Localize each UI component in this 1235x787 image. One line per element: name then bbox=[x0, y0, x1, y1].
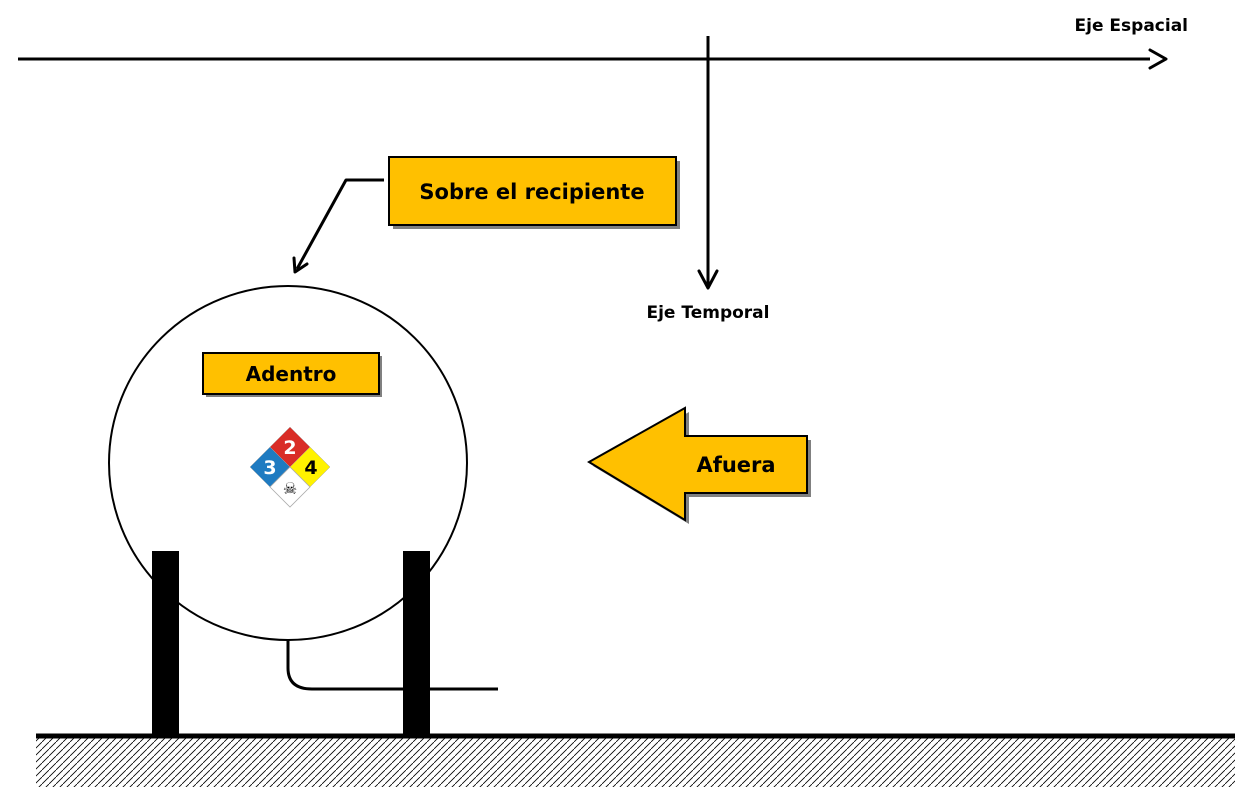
inside-label-box: Adentro bbox=[202, 352, 382, 397]
tank-leg-left bbox=[152, 551, 179, 736]
on-container-label: Sobre el recipiente bbox=[419, 180, 644, 204]
callout-arrow bbox=[292, 178, 384, 274]
nfpa-flammability-value: 2 bbox=[283, 437, 296, 459]
nfpa-hazard-diamond: 2 3 4 ☠ bbox=[249, 426, 331, 508]
nfpa-instability-value: 4 bbox=[304, 457, 317, 479]
ground bbox=[36, 733, 1235, 787]
nfpa-health-value: 3 bbox=[263, 457, 276, 479]
drain-pipe bbox=[286, 640, 498, 691]
inside-label: Adentro bbox=[246, 362, 337, 386]
outside-label: Afuera bbox=[696, 453, 775, 477]
skull-icon: ☠ bbox=[283, 479, 297, 498]
tank-leg-right bbox=[403, 551, 430, 736]
outside-arrow: Afuera bbox=[587, 406, 811, 524]
temporal-axis-label: Eje Temporal bbox=[646, 303, 769, 323]
on-container-label-box: Sobre el recipiente bbox=[388, 156, 680, 229]
spatial-axis-label: Eje Espacial bbox=[1075, 16, 1188, 36]
spatial-axis bbox=[18, 48, 1168, 70]
temporal-axis bbox=[697, 36, 719, 290]
